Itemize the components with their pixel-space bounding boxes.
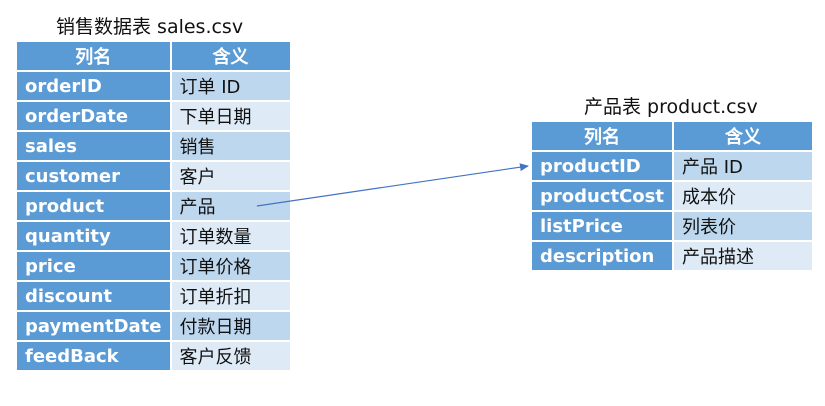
column-meaning-cell: 产品	[169, 190, 292, 222]
column-meaning-cell: 客户反馈	[169, 340, 292, 372]
sales-table: 列名 含义 orderID 订单 ID orderDate 下单日期 sales…	[15, 40, 292, 372]
column-meaning-cell: 订单 ID	[169, 70, 292, 102]
table-row: quantity 订单数量	[15, 220, 292, 252]
sales-header-meaning: 含义	[169, 40, 292, 72]
table-row: productID 产品 ID	[530, 150, 814, 182]
relation-arrow	[256, 163, 529, 207]
product-header-name: 列名	[530, 120, 674, 152]
column-meaning-cell: 产品 ID	[672, 150, 814, 182]
table-row: discount 订单折扣	[15, 280, 292, 312]
column-name-cell: description	[530, 240, 674, 272]
column-meaning-cell: 订单价格	[169, 250, 292, 282]
column-meaning-cell: 列表价	[672, 210, 814, 242]
product-header-meaning: 含义	[672, 120, 814, 152]
column-meaning-cell: 下单日期	[169, 100, 292, 132]
sales-table-caption: 销售数据表 sales.csv	[56, 16, 244, 38]
product-header-row: 列名 含义	[530, 120, 814, 152]
table-row: orderDate 下单日期	[15, 100, 292, 132]
column-meaning-cell: 客户	[169, 160, 292, 192]
column-name-cell: productID	[530, 150, 674, 182]
column-meaning-cell: 订单数量	[169, 220, 292, 252]
table-row: listPrice 列表价	[530, 210, 814, 242]
column-meaning-cell: 销售	[169, 130, 292, 162]
table-row: productCost 成本价	[530, 180, 814, 212]
column-meaning-cell: 产品描述	[672, 240, 814, 272]
column-name-cell: orderID	[15, 70, 172, 102]
table-row: product 产品	[15, 190, 292, 222]
column-meaning-cell: 付款日期	[169, 310, 292, 342]
sales-header-name: 列名	[15, 40, 172, 72]
table-row: sales 销售	[15, 130, 292, 162]
column-name-cell: quantity	[15, 220, 172, 252]
table-row: description 产品描述	[530, 240, 814, 272]
sales-header-row: 列名 含义	[15, 40, 292, 72]
column-name-cell: customer	[15, 160, 172, 192]
column-meaning-cell: 订单折扣	[169, 280, 292, 312]
product-table: 列名 含义 productID 产品 ID productCost 成本价 li…	[530, 120, 814, 272]
table-row: feedBack 客户反馈	[15, 340, 292, 372]
column-meaning-cell: 成本价	[672, 180, 814, 212]
column-name-cell: product	[15, 190, 172, 222]
column-name-cell: orderDate	[15, 100, 172, 132]
column-name-cell: listPrice	[530, 210, 674, 242]
column-name-cell: productCost	[530, 180, 674, 212]
product-table-caption: 产品表 product.csv	[584, 96, 758, 118]
table-row: orderID 订单 ID	[15, 70, 292, 102]
column-name-cell: paymentDate	[15, 310, 172, 342]
column-name-cell: price	[15, 250, 172, 282]
table-row: paymentDate 付款日期	[15, 310, 292, 342]
table-row: customer 客户	[15, 160, 292, 192]
column-name-cell: feedBack	[15, 340, 172, 372]
column-name-cell: discount	[15, 280, 172, 312]
column-name-cell: sales	[15, 130, 172, 162]
table-row: price 订单价格	[15, 250, 292, 282]
